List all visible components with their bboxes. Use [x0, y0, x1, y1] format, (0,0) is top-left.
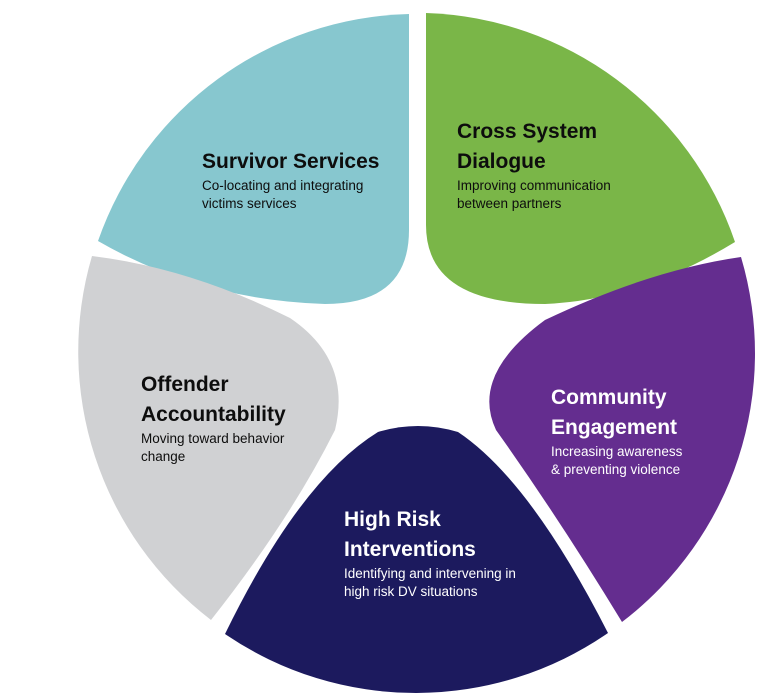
segment-description: Increasing awareness & preventing violen… [551, 444, 683, 477]
segment-cross-system-dialogue [426, 13, 735, 304]
segment-label-high-risk-interventions: High Risk Interventions Identifying and … [344, 505, 574, 601]
segment-title: Offender Accountability [141, 373, 286, 426]
segment-label-survivor-services: Survivor Services Co-locating and integr… [202, 147, 402, 213]
segment-title: Survivor Services [202, 150, 380, 173]
segment-description: Moving toward behavior change [141, 431, 285, 464]
segment-title: Cross System Dialogue [457, 120, 598, 173]
segment-offender-accountability [78, 256, 339, 620]
segment-description: Co-locating and integrating victims serv… [202, 178, 364, 211]
segment-high-risk-interventions [225, 426, 608, 693]
segment-title: High Risk Interventions [344, 508, 476, 561]
segment-label-community-engagement: Community Engagement Increasing awarenes… [551, 383, 751, 479]
segment-label-offender-accountability: Offender Accountability Moving toward be… [141, 370, 341, 466]
segment-community-engagement [489, 257, 755, 622]
segment-title: Community Engagement [551, 386, 678, 439]
segment-label-cross-system-dialogue: Cross System Dialogue Improving communic… [457, 117, 657, 213]
segment-description: Improving communication between partners [457, 178, 611, 211]
segment-description: Identifying and intervening in high risk… [344, 566, 516, 599]
segment-survivor-services [98, 14, 409, 304]
